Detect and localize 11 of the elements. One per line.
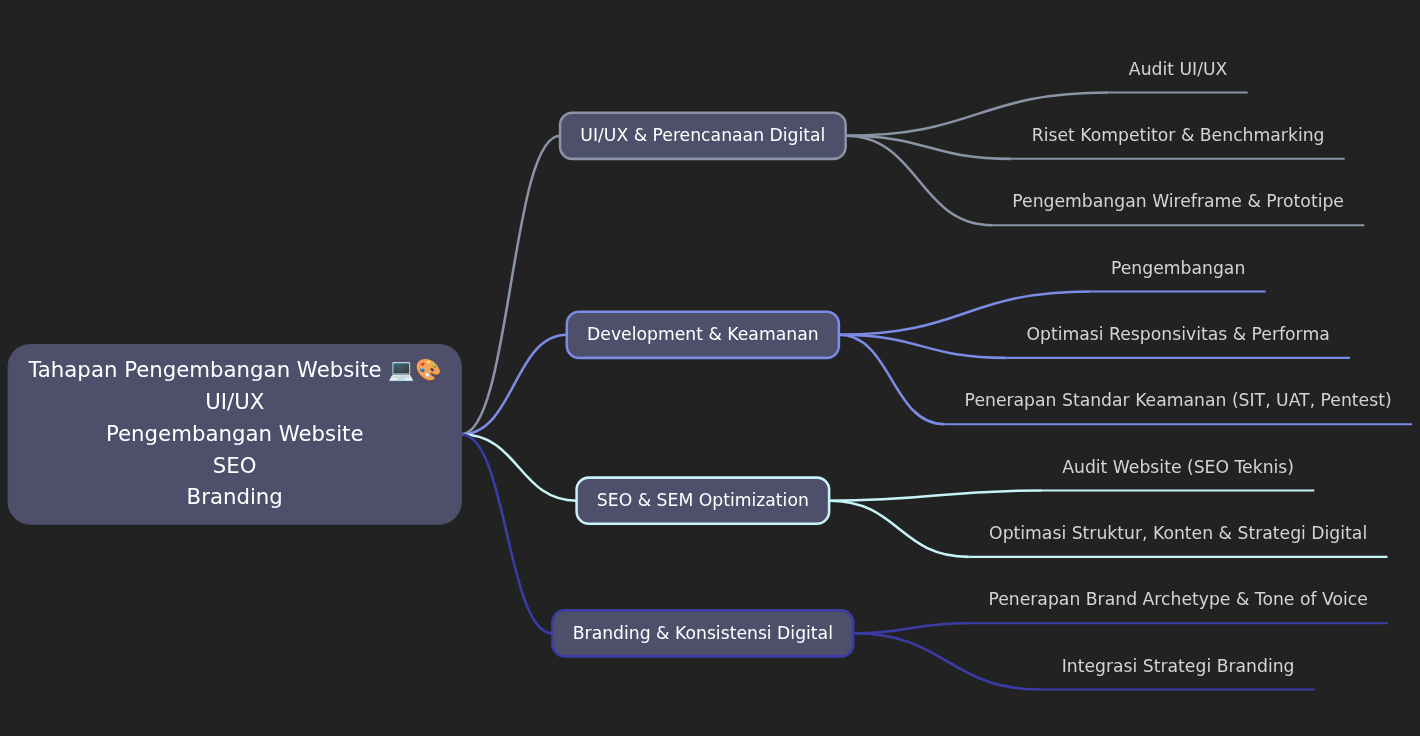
branch-topic-node: Development & Keamanan: [565, 310, 841, 360]
branch-topic-node: UI/UX & Perencanaan Digital: [558, 111, 847, 161]
connector-line: [845, 134, 993, 227]
branch-topic-node: SEO & SEM Optimization: [575, 476, 831, 525]
branch-topic-node: Branding & Konsistensi Digital: [551, 609, 855, 658]
connector-line: [845, 91, 1109, 138]
connector-line: [829, 499, 969, 559]
root-topic-node: Tahapan Pengembangan Website 💻🎨 UI/UX Pengembangan Website SEO Branding: [7, 343, 462, 525]
connector-line: [838, 333, 945, 426]
connector-line: [853, 632, 1042, 691]
connector-line: [829, 489, 1042, 502]
